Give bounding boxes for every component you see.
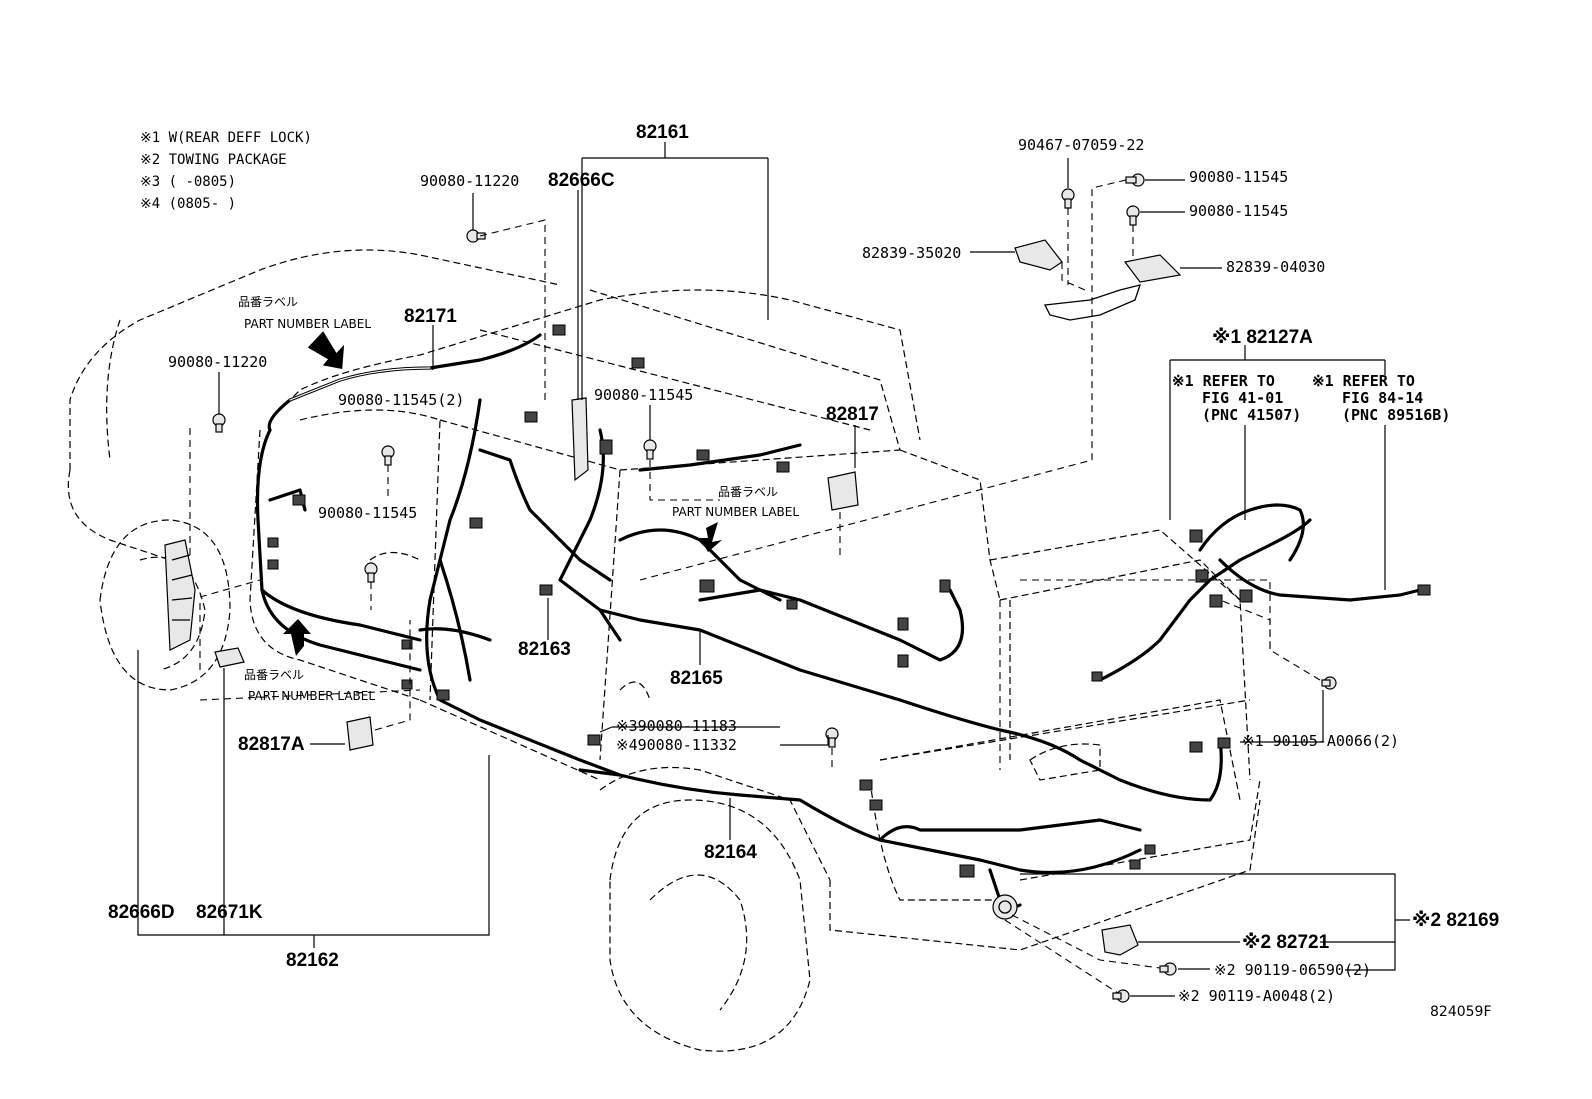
label-90080-11545-2: 90080-11545(2) (338, 391, 464, 409)
note-3: ※3 ( -0805) (140, 174, 236, 190)
harness-82161 (425, 398, 622, 777)
part-82671K (214, 647, 245, 668)
arrow-rocker-label (283, 619, 311, 656)
bracket-82721 (1101, 924, 1139, 956)
harness-82163 (478, 448, 612, 582)
clip-90080-11183 (825, 727, 839, 748)
refer-left-line1: ※1 REFER TO (1172, 372, 1275, 390)
label-90467-07059-22: 90467-07059-22 (1018, 136, 1144, 154)
leader-lines (137, 142, 1410, 997)
bolt-90080-11545-left (364, 562, 378, 583)
bolt-90119-06590 (1159, 962, 1177, 976)
label-82161: 82161 (636, 122, 689, 143)
refer-left-line3: (PNC 41507) (1202, 406, 1301, 424)
label-90119-06590: ※2 90119-06590(2) (1214, 961, 1371, 979)
bolt-90119-A0048 (1112, 989, 1130, 1003)
notes-legend: ※1 W(REAR DEFF LOCK) ※2 TOWING PACKAGE ※… (140, 130, 312, 212)
harness-82127A (1098, 518, 1312, 682)
bolt-90467-07059-22 (1061, 188, 1075, 209)
label-82162: 82162 (286, 950, 339, 971)
label-82671K: 82671K (196, 902, 263, 923)
bolt-90105-A0066 (1321, 676, 1337, 690)
label-82127A: ※1 82127A (1212, 327, 1313, 348)
label-82165: 82165 (670, 668, 723, 689)
harness-82165 (598, 608, 1223, 802)
module-82817 (827, 471, 859, 511)
part-labels: 82161 82666C 90080-11220 82171 90080-112… (108, 122, 1499, 1020)
bolt-90080-11545-mid (643, 439, 657, 460)
label-82817A: 82817A (238, 734, 305, 755)
tow-socket-82169 (992, 894, 1018, 920)
label-82171: 82171 (404, 306, 457, 327)
refer-right-line2: FIG 84-14 (1342, 389, 1423, 407)
label-90080-11545-tr2: 90080-11545 (1189, 202, 1288, 220)
label-90080-11220-left: 90080-11220 (168, 353, 267, 371)
pn-label-rocker-en: PART NUMBER LABEL (248, 689, 375, 703)
part-number-label-callouts: 品番ラベル PART NUMBER LABEL 品番ラベル PART NUMBE… (238, 295, 799, 703)
note-2: ※2 TOWING PACKAGE (140, 152, 287, 168)
arrow-roof-label (307, 331, 345, 369)
refer-right-line1: ※1 REFER TO (1312, 372, 1415, 390)
label-82721: ※2 82721 (1242, 932, 1330, 953)
label-arrows (283, 331, 722, 656)
label-82839-35020: 82839-35020 (862, 244, 961, 262)
label-90119-A0048: ※2 90119-A0048(2) (1178, 987, 1335, 1005)
label-82666C: 82666C (548, 170, 615, 191)
module-82817A (346, 716, 374, 751)
label-90080-11332: ※490080-11332 (616, 736, 737, 754)
pn-label-rocker-jp: 品番ラベル (244, 668, 304, 682)
label-90080-11220-top: 90080-11220 (420, 172, 519, 190)
figure-code: 824059F (1430, 1004, 1492, 1020)
bracket-82666C (571, 397, 589, 482)
label-82169: ※2 82169 (1412, 910, 1499, 931)
harness-82171 (267, 333, 542, 432)
label-90080-11545-mid: 90080-11545 (594, 386, 693, 404)
refer-left-line2: FIG 41-01 (1202, 389, 1283, 407)
bolt-90080-11545-2 (381, 445, 395, 466)
bracket-82839-04030 (1123, 254, 1182, 283)
label-90080-11545-tr1: 90080-11545 (1189, 168, 1288, 186)
pn-label-roof-jp: 品番ラベル (238, 295, 298, 309)
bolt-90080-11545-tr2 (1126, 205, 1140, 226)
label-82164: 82164 (704, 842, 757, 863)
note-1: ※1 W(REAR DEFF LOCK) (140, 130, 312, 146)
parts (214, 239, 1182, 956)
bracket-82666D (164, 539, 196, 651)
pn-label-center-jp: 品番ラベル (718, 485, 778, 499)
label-90080-11183: ※390080-11183 (616, 717, 737, 735)
label-82163: 82163 (518, 639, 571, 660)
label-82666D: 82666D (108, 902, 175, 923)
label-90080-11545-left: 90080-11545 (318, 504, 417, 522)
bolt-90080-11220-left (212, 413, 226, 433)
note-4: ※4 (0805- ) (140, 196, 236, 212)
pn-label-center-en: PART NUMBER LABEL (672, 505, 799, 519)
arrow-center-label (700, 522, 722, 552)
harness-82164 (578, 768, 1142, 875)
bracket-82839-35020 (1014, 239, 1063, 271)
label-90105-A0066: ※1 90105-A0066(2) (1242, 732, 1399, 750)
connectors (164, 324, 1431, 878)
fasteners (212, 173, 1337, 1003)
label-82839-04030: 82839-04030 (1226, 258, 1325, 276)
bolt-90080-11545-tr1 (1125, 173, 1145, 187)
refer-right-line3: (PNC 89516B) (1342, 406, 1450, 424)
label-82817: 82817 (826, 404, 879, 425)
pn-label-roof-en: PART NUMBER LABEL (244, 317, 371, 331)
